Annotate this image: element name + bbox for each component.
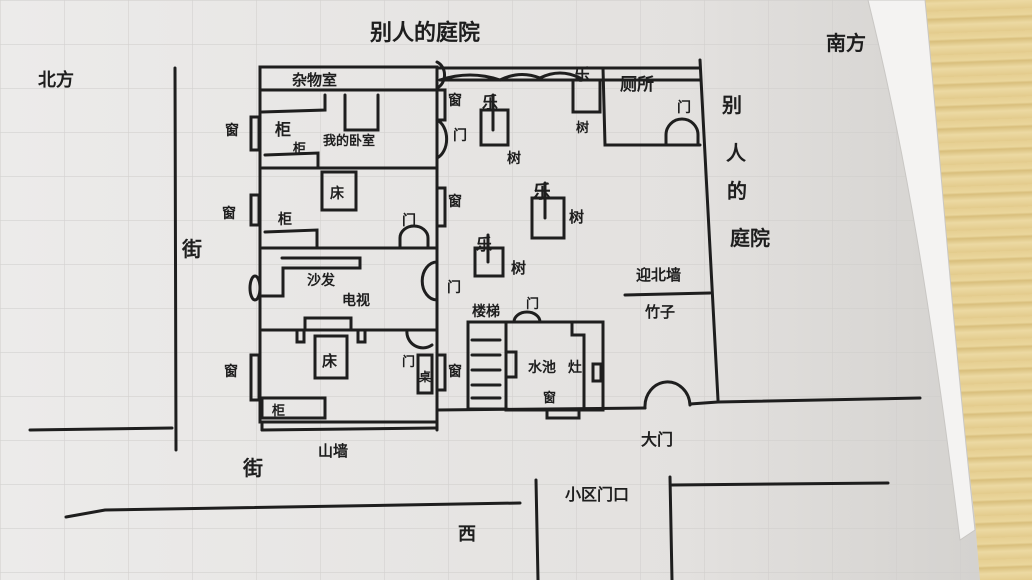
window-label-4: 窗 xyxy=(448,92,462,109)
stairs-label: 楼梯 xyxy=(472,303,500,320)
cabinet-label-4: 柜 xyxy=(271,403,285,419)
door-label-6: 门 xyxy=(677,99,691,116)
toilet-label: 厕所 xyxy=(620,75,654,95)
tree-icon-2: 乐 xyxy=(533,182,551,203)
neighbor-courtyard-4: 庭院 xyxy=(730,226,770,250)
tree-icon-3: 乐 xyxy=(476,235,492,254)
window-label-7: 窗 xyxy=(543,390,556,406)
sofa-label: 沙发 xyxy=(307,272,336,289)
window-label-6: 窗 xyxy=(448,363,462,380)
window-label-5: 窗 xyxy=(448,193,462,210)
my-bedroom-label: 我的卧室 xyxy=(323,133,375,149)
bamboo-label: 竹子 xyxy=(644,303,675,321)
tree-icon-4: 乐 xyxy=(574,65,590,84)
north-label: 北方 xyxy=(38,69,74,91)
neighbor-courtyard-3: 的 xyxy=(727,179,747,203)
west-street-label: 街 xyxy=(181,237,202,261)
window-label-2: 窗 xyxy=(222,205,236,222)
west-label: 西 xyxy=(458,524,476,545)
south-street-label: 街 xyxy=(242,456,263,480)
paper-curl xyxy=(867,0,976,541)
bed-label-2: 床 xyxy=(322,352,338,370)
neighbor-courtyard-1: 别 xyxy=(721,93,742,117)
storage-room-label: 杂物室 xyxy=(292,71,337,89)
community-gate-label: 小区门口 xyxy=(565,485,629,504)
door-label-2: 门 xyxy=(402,212,416,229)
bed-label-1: 床 xyxy=(330,185,345,202)
cabinet-label-3: 柜 xyxy=(278,211,292,228)
south-label: 南方 xyxy=(826,31,866,55)
sink-label: 水池 xyxy=(528,359,556,376)
window-label-1: 窗 xyxy=(225,122,239,139)
door-label-4: 门 xyxy=(402,354,415,370)
door-label-1: 门 xyxy=(453,127,467,144)
tree-label-2: 树 xyxy=(507,150,521,167)
plan-title: 别人的庭院 xyxy=(369,20,480,46)
tree-icon-1: 乐 xyxy=(482,93,498,112)
ink-lines xyxy=(28,58,922,580)
table-label: 桌 xyxy=(418,369,432,384)
gable-wall-label: 山墙 xyxy=(318,442,348,460)
main-gate-label: 大门 xyxy=(641,430,673,449)
door-label-5: 门 xyxy=(526,296,539,312)
tv-label: 电视 xyxy=(342,292,370,309)
tree-label-3: 树 xyxy=(569,208,584,226)
window-label-3: 窗 xyxy=(224,363,238,380)
tree-label-4: 树 xyxy=(511,259,526,277)
stove-label: 灶 xyxy=(568,359,582,376)
screen-wall-label: 迎北墙 xyxy=(636,266,681,284)
cabinet-label-2: 柜 xyxy=(292,141,306,157)
door-label-3: 门 xyxy=(447,279,461,296)
tree-label-1: 树 xyxy=(576,120,589,136)
neighbor-courtyard-2: 人 xyxy=(726,141,747,165)
cabinet-label-1: 柜 xyxy=(275,120,291,139)
